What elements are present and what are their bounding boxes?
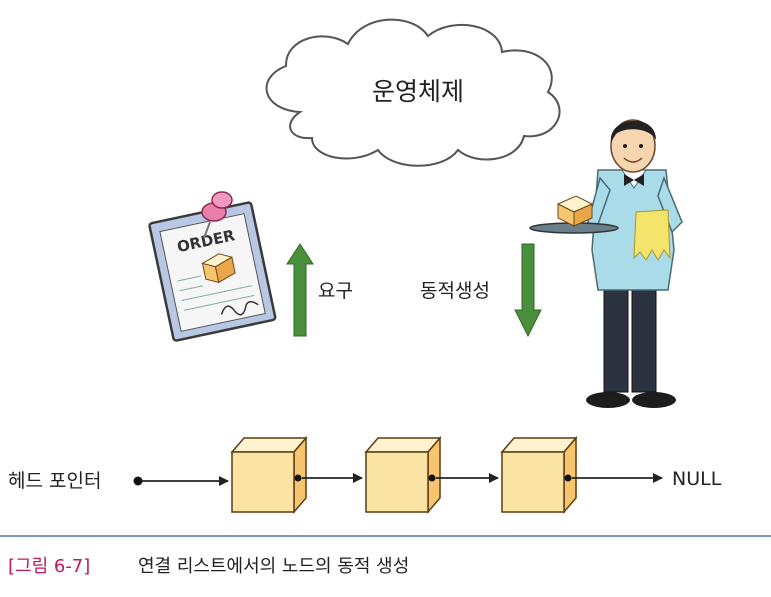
request-label: 요구 — [318, 280, 353, 302]
order-form: ORDER — [148, 201, 277, 342]
request-arrow: 요구 — [286, 243, 353, 337]
order-box-icon — [201, 253, 236, 284]
list-node — [500, 435, 578, 515]
allocate-label: 동적생성 — [420, 280, 490, 302]
null-label: NULL — [672, 468, 722, 490]
list-node — [230, 435, 308, 515]
tray-box-icon — [556, 195, 594, 227]
cloud: 운영체제 — [265, 18, 561, 167]
caption-tag: [그림 6-7] — [8, 556, 90, 577]
signature-scribble — [220, 301, 259, 316]
allocate-arrow: 동적생성 — [420, 243, 542, 338]
pushpin-icon — [201, 191, 233, 239]
head-pointer-dot — [133, 476, 143, 486]
waiter-illustration — [529, 119, 683, 408]
cloud-label: 운영체제 — [372, 77, 464, 106]
list-node — [364, 435, 442, 515]
linked-list: 헤드 포인터 NULL — [8, 435, 722, 515]
head-pointer-label: 헤드 포인터 — [8, 470, 101, 492]
caption-text: 연결 리스트에서의 노드의 동적 생성 — [138, 556, 409, 577]
